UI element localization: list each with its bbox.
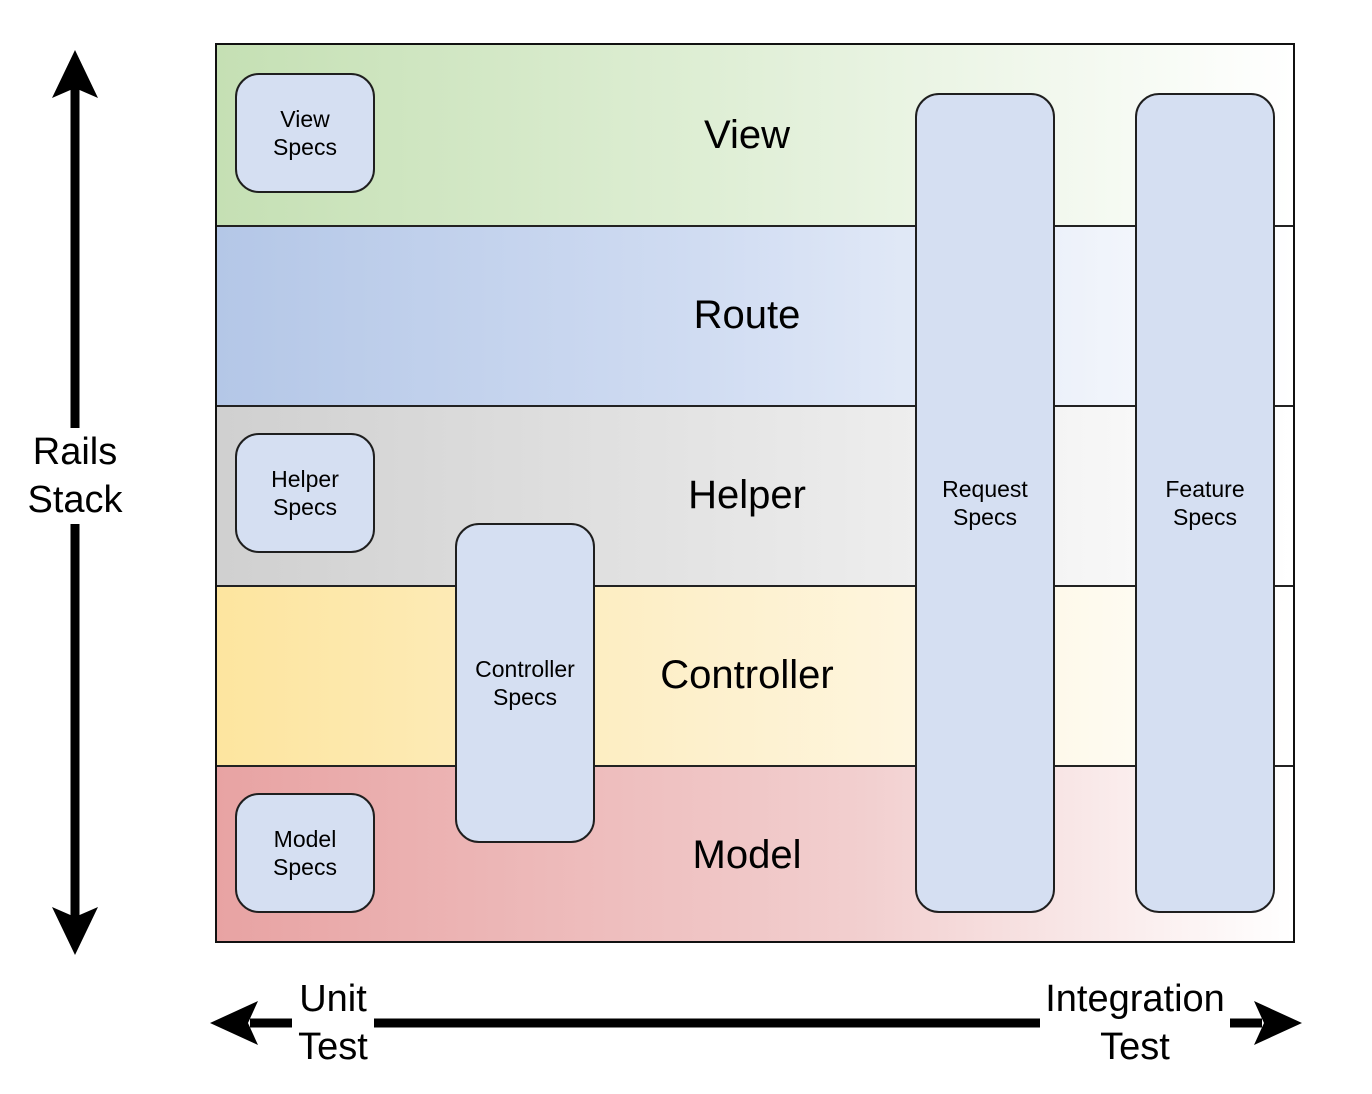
route-layer-label: Route [693, 292, 801, 337]
feature-specs-box: Feature Specs [1135, 93, 1275, 913]
helper-layer-label: Helper [688, 472, 806, 517]
view-layer [217, 45, 1293, 225]
helper-specs-box: Helper Specs [235, 433, 375, 553]
view-specs-box: View Specs [235, 73, 375, 193]
controller-specs-box: Controller Specs [455, 523, 595, 843]
helper-specs-label: Helper Specs [271, 466, 339, 520]
helper-layer-label-row: Helper [217, 405, 1293, 585]
controller-layer-label-row: Controller [217, 585, 1293, 765]
rails-stack-label: Rails Stack [20, 428, 130, 524]
model-specs-label: Model Specs [273, 826, 337, 880]
helper-layer [217, 405, 1293, 585]
route-layer-label-row: Route [217, 225, 1293, 405]
arrow-up-icon [52, 50, 98, 98]
view-layer-label-row: View [217, 45, 1293, 225]
model-layer-label: Model [692, 832, 802, 877]
feature-specs-label: Feature Specs [1165, 476, 1245, 530]
route-layer [217, 225, 1293, 405]
arrow-right-icon [1254, 1001, 1302, 1045]
request-specs-label: Request Specs [942, 476, 1028, 530]
model-layer [217, 765, 1293, 941]
model-specs-box: Model Specs [235, 793, 375, 913]
arrow-down-icon [52, 907, 98, 955]
controller-specs-label: Controller Specs [475, 656, 575, 710]
request-specs-box: Request Specs [915, 93, 1055, 913]
view-specs-label: View Specs [273, 106, 337, 160]
rails-stack-diagram: View Route Helper Controller Model [215, 43, 1295, 943]
controller-layer-label: Controller [660, 652, 834, 697]
unit-test-label: Unit Test [292, 975, 374, 1071]
model-layer-label-row: Model [217, 765, 1293, 941]
integration-test-label: Integration Test [1040, 975, 1230, 1071]
view-layer-label: View [704, 112, 790, 157]
arrow-left-icon [210, 1001, 258, 1045]
controller-layer [217, 585, 1293, 765]
